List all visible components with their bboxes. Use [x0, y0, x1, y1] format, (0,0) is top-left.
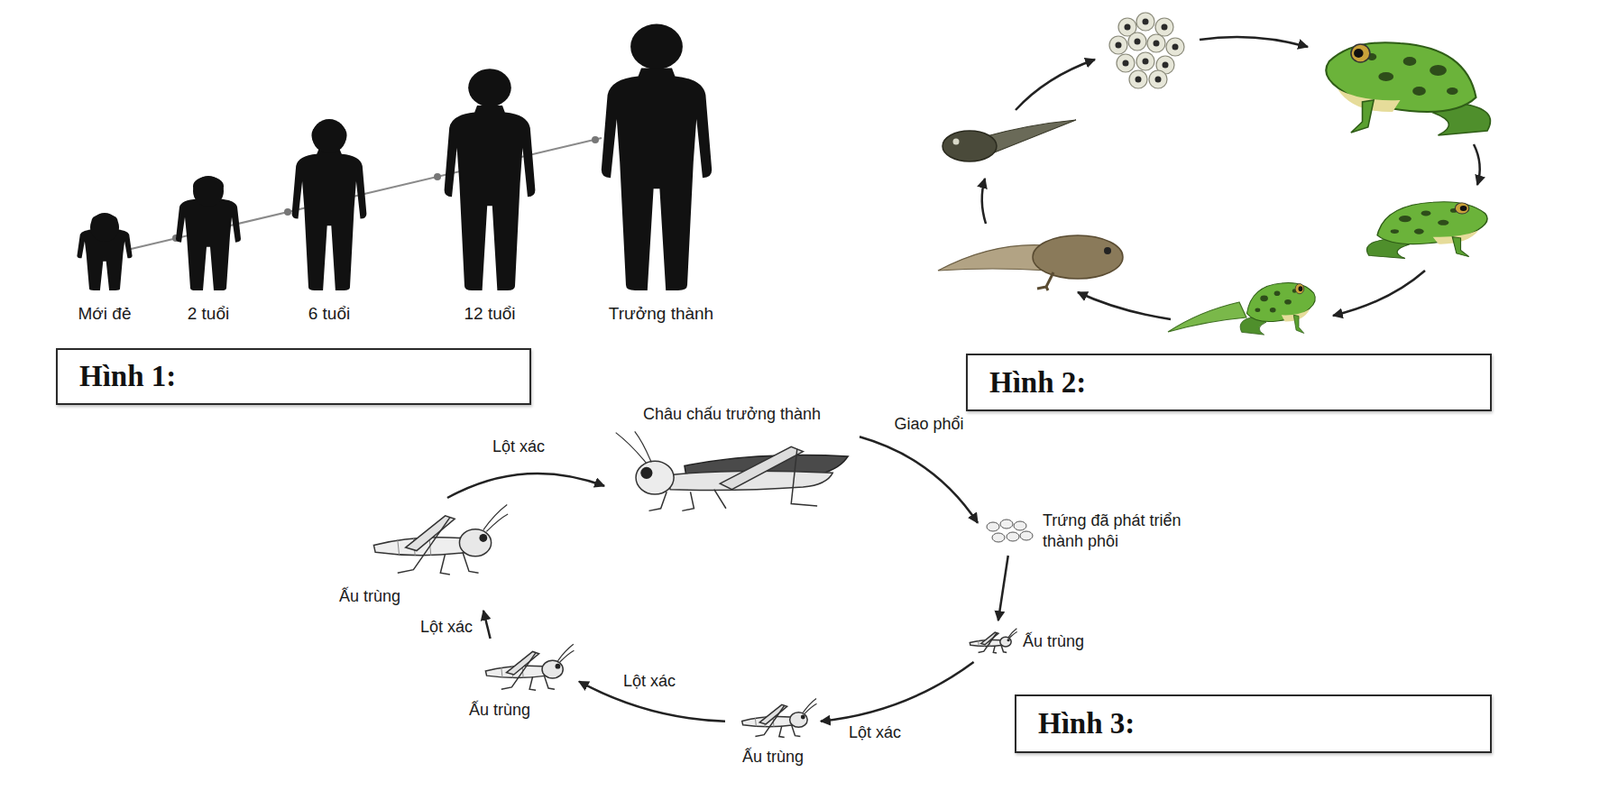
stage-node: Ấu trùng [339, 501, 520, 607]
stage-caption: Ấu trùng [1022, 631, 1085, 653]
stage-node: Ấu trùng [468, 642, 576, 721]
age-label: 12 tuổi [463, 303, 515, 324]
grasshopper-figure [969, 628, 1017, 653]
grasshopper-picture [728, 696, 818, 742]
answer-box: Hình 2: [965, 353, 1492, 412]
answer-box: Hình 3: [1014, 694, 1492, 754]
figure-label: Hình 1: [79, 359, 176, 394]
cycle-arrow [859, 436, 978, 524]
young-frog [1366, 202, 1488, 259]
frog-cycle-arrows [982, 36, 1481, 320]
edge-label: Giao phổi [891, 413, 966, 434]
grasshopper-picture [607, 430, 856, 514]
child-head [312, 119, 347, 154]
figure-label: Hình 2: [989, 366, 1086, 400]
stage-node: Châu chấu trưởng thành [607, 404, 856, 514]
toddler-head [193, 175, 224, 207]
adult-silhouette [601, 23, 712, 291]
human-silhouettes [76, 23, 712, 291]
newborn-head [90, 212, 120, 242]
stage-node: Trứng đã phát triển thành phôi [981, 510, 1205, 552]
grasshopper-picture [981, 515, 1038, 547]
stage-caption: Châu chấu trưởng thành [643, 404, 821, 425]
grasshopper-picture [468, 642, 576, 695]
stage-node: Ấu trùng [961, 624, 1085, 659]
frog-eggs [1109, 12, 1185, 89]
teen-silhouette [444, 68, 536, 291]
toddler-silhouette [175, 176, 241, 291]
froglet [1167, 283, 1315, 336]
edge-label: Lột xác [845, 722, 904, 743]
grasshopper-figure [986, 519, 1033, 543]
stage-caption: Ấu trùng [339, 586, 401, 607]
edge-label: Lột xác [620, 671, 679, 691]
edge-label: Lột xác [417, 616, 476, 637]
cycle-arrow [998, 555, 1009, 621]
figure-label: Hình 3: [1038, 707, 1135, 741]
grasshopper-figure [485, 643, 574, 690]
age-label: 6 tuổi [308, 303, 350, 324]
adult-frog [1325, 42, 1490, 136]
cycle-arrow [447, 473, 605, 498]
grasshopper-picture [339, 501, 520, 581]
grasshopper-figure [742, 698, 818, 737]
grasshopper-figure [616, 431, 849, 511]
grasshopper-figure [373, 505, 508, 575]
stage-caption: Trứng đã phát triển thành phôi [1042, 510, 1205, 552]
edge-label: Lột xác [489, 436, 548, 457]
frog-egg-cores [1115, 18, 1179, 83]
age-label: Trưởng thành [608, 303, 714, 324]
tadpole-with-legs [937, 235, 1123, 291]
cycle-arrow [820, 662, 975, 722]
grasshopper-picture [961, 624, 1018, 659]
age-label: Mới đẻ [78, 303, 132, 324]
stage-caption: Ấu trùng [468, 699, 531, 721]
age-label: 2 tuổi [187, 303, 230, 324]
answer-box: Hình 1: [55, 348, 532, 405]
cycle-arrow [483, 610, 491, 639]
tadpole [942, 119, 1076, 162]
stage-caption: Ấu trùng [742, 746, 804, 768]
stage-node: Ấu trùng [728, 696, 818, 768]
